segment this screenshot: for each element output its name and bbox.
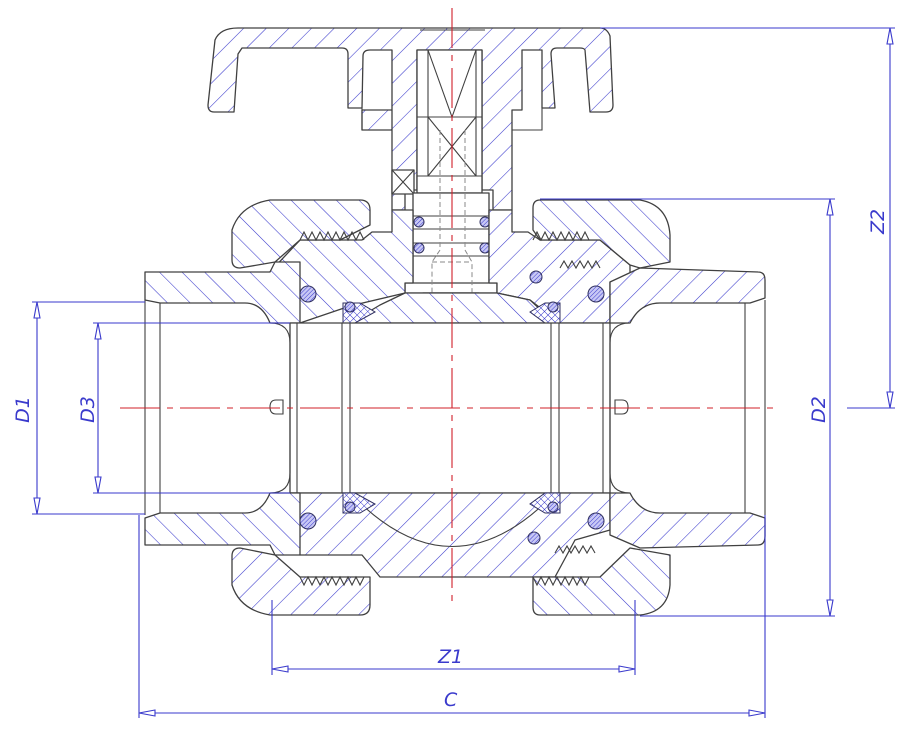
label-z2: Z2	[867, 208, 890, 235]
label-d3: D3	[76, 396, 99, 423]
label-d2: D2	[807, 396, 830, 423]
end-connector-right-bottom	[527, 492, 766, 549]
dimension-c	[138, 515, 766, 718]
body-lower	[289, 492, 611, 578]
label-z1: Z1	[438, 646, 464, 668]
ball-seats-top	[342, 301, 561, 324]
end-connector-right-top	[529, 267, 766, 324]
dimension-z1	[271, 600, 636, 675]
union-nut-right-bottom	[532, 544, 671, 616]
dimension-d3	[93, 322, 290, 494]
stem	[391, 49, 498, 308]
dimension-d2	[540, 198, 835, 617]
union-nut-right-top	[532, 199, 671, 270]
label-d1: D1	[11, 396, 34, 423]
center-lines	[120, 8, 775, 608]
union-nut-left-bottom	[231, 547, 371, 616]
label-c: C	[444, 689, 458, 711]
end-connector-left-top	[144, 261, 317, 324]
union-nut-left-top	[231, 199, 371, 269]
dimension-d1	[32, 301, 145, 515]
dimension-z2	[600, 27, 895, 409]
end-connector-left-bottom	[144, 492, 317, 556]
